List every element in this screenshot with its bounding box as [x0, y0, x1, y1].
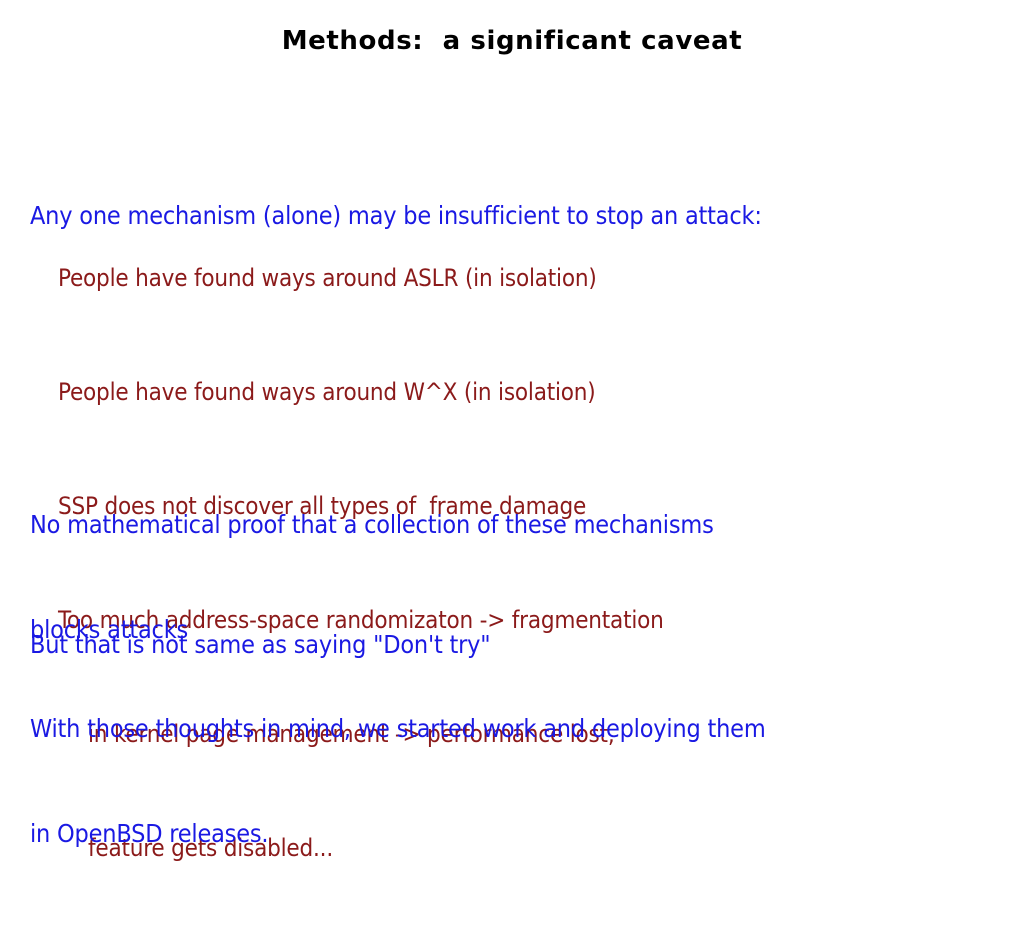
- nottry-line-1: But that is not same as saying "Don't tr…: [30, 630, 491, 659]
- slide-canvas: Methods: a significant caveat Any one me…: [30, 26, 766, 862]
- caveat-item-randomization: Too much address-space randomizaton -> f…: [58, 606, 664, 634]
- caveat-item-ssp: SSP does not discover all types of frame…: [58, 492, 587, 520]
- caveat-item-aslr: People have found ways around ASLR (in i…: [58, 264, 597, 292]
- intro-paragraph: Any one mechanism (alone) may be insuffi…: [30, 128, 762, 303]
- openbsd-paragraph: With those thoughts in mind, we started …: [30, 641, 766, 921]
- caveat-item-randomization-cont-1: in kernel page management -> performance…: [88, 720, 615, 748]
- openbsd-line-1: With those thoughts in mind, we started …: [30, 714, 766, 743]
- proof-line-1: No mathematical proof that a collection …: [30, 510, 714, 539]
- proof-line-2: blocks attacks: [30, 615, 189, 644]
- slide-title: Methods: a significant caveat: [281, 26, 743, 56]
- nottry-paragraph: But that is not same as saying "Don't tr…: [30, 557, 491, 732]
- proof-paragraph: No mathematical proof that a collection …: [30, 437, 714, 717]
- intro-line-1: Any one mechanism (alone) may be insuffi…: [30, 201, 762, 230]
- openbsd-line-2: in OpenBSD releases.: [30, 819, 269, 848]
- caveat-item-wxorx: People have found ways around W^X (in is…: [58, 378, 596, 406]
